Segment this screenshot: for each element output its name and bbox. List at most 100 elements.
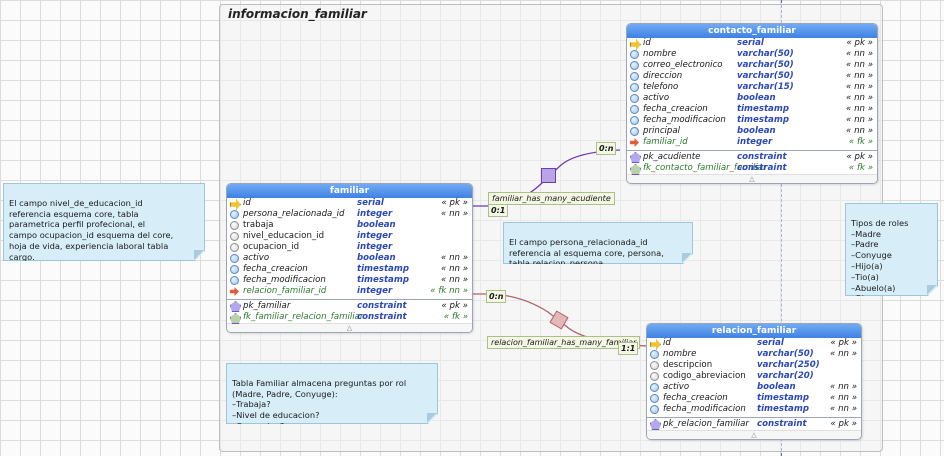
constraint-icon — [230, 313, 241, 324]
column-name: nivel_educacion_id — [243, 231, 325, 241]
acudiente-relationship-marker[interactable] — [541, 168, 556, 183]
column-constraint: « pk » — [441, 198, 468, 208]
column-constraint: « fk » — [848, 137, 873, 147]
column-type: boolean — [737, 126, 776, 136]
table-header[interactable]: relacion_familiar — [647, 324, 861, 338]
acudiente-cardinality-from: 0:1 — [488, 204, 509, 217]
constraint-icon — [630, 152, 641, 163]
column-name: activo — [663, 382, 690, 392]
fk-arrow-icon — [630, 138, 639, 147]
column-constraint: « nn » — [830, 404, 857, 414]
nullable-column-icon — [230, 243, 239, 252]
column-name: nombre — [643, 49, 677, 59]
table-header[interactable]: contacto_familiar — [627, 24, 877, 38]
column-constraint: « nn » — [846, 93, 873, 103]
column-type: timestamp — [737, 115, 789, 125]
column-icon — [630, 116, 639, 125]
column-icon — [230, 210, 239, 219]
table-header[interactable]: familiar — [227, 184, 472, 198]
column-icon — [630, 50, 639, 59]
column-name: relacion_familiar_id — [243, 286, 327, 296]
column-name: familiar_id — [643, 137, 688, 147]
relacion-cardinality-to: 1:1 — [618, 342, 639, 355]
collapse-toggle-icon[interactable]: △ — [627, 174, 877, 183]
column-name: descripcion — [663, 360, 713, 370]
column-icon — [650, 394, 659, 403]
column-type: timestamp — [757, 404, 809, 414]
constraint-type: constraint — [357, 312, 407, 322]
constraint-name: fk_contacto_familiar_familiar — [643, 163, 767, 173]
constraint-type: constraint — [737, 163, 787, 173]
column-icon — [630, 127, 639, 136]
relacion-relationship-label[interactable]: relacion_familiar_has_many_familiar — [487, 336, 641, 349]
note-tabla-familiar[interactable]: Tabla Familiar almacena preguntas por ro… — [226, 363, 438, 424]
column-type: integer — [357, 209, 393, 219]
column-type: timestamp — [757, 393, 809, 403]
column-constraint: « nn » — [441, 209, 468, 219]
column-icon — [230, 276, 239, 285]
column-type: timestamp — [357, 264, 409, 274]
nullable-column-icon — [230, 221, 239, 230]
column-icon — [630, 72, 639, 81]
column-type: varchar(15) — [737, 82, 794, 92]
column-icon — [650, 383, 659, 392]
note-persona-relacionada[interactable]: El campo persona_relacionada_id referenc… — [503, 222, 693, 264]
constraint-type: constraint — [757, 419, 807, 429]
note-fold — [194, 250, 204, 260]
note-nivel-educacion[interactable]: El campo nivel_de_educacion_id referenci… — [3, 183, 205, 261]
column-name: fecha_creacion — [643, 104, 708, 114]
column-type: varchar(20) — [757, 371, 814, 381]
column-name: principal — [643, 126, 681, 136]
collapse-toggle-icon[interactable]: △ — [227, 323, 472, 332]
column-constraint: « nn » — [441, 253, 468, 263]
column-name: ocupacion_id — [243, 242, 300, 252]
collapse-toggle-icon[interactable]: △ — [647, 430, 861, 439]
constraint-kind: « pk » — [846, 152, 873, 162]
column-constraint: « nn » — [846, 71, 873, 81]
column-icon — [630, 83, 639, 92]
constraint-kind: « fk » — [443, 312, 468, 322]
column-constraint: « nn » — [846, 82, 873, 92]
column-type: timestamp — [357, 275, 409, 285]
column-constraint: « nn » — [830, 382, 857, 392]
acudiente-relationship-label[interactable]: familiar_has_many_acudiente — [488, 192, 615, 205]
note-tipos-de-roles[interactable]: Tipos de roles –Madre –Padre –Conyuge –H… — [845, 203, 938, 296]
column-icon — [630, 94, 639, 103]
constraint-name: pk_relacion_familiar — [663, 419, 749, 429]
column-constraint: « nn » — [830, 349, 857, 359]
